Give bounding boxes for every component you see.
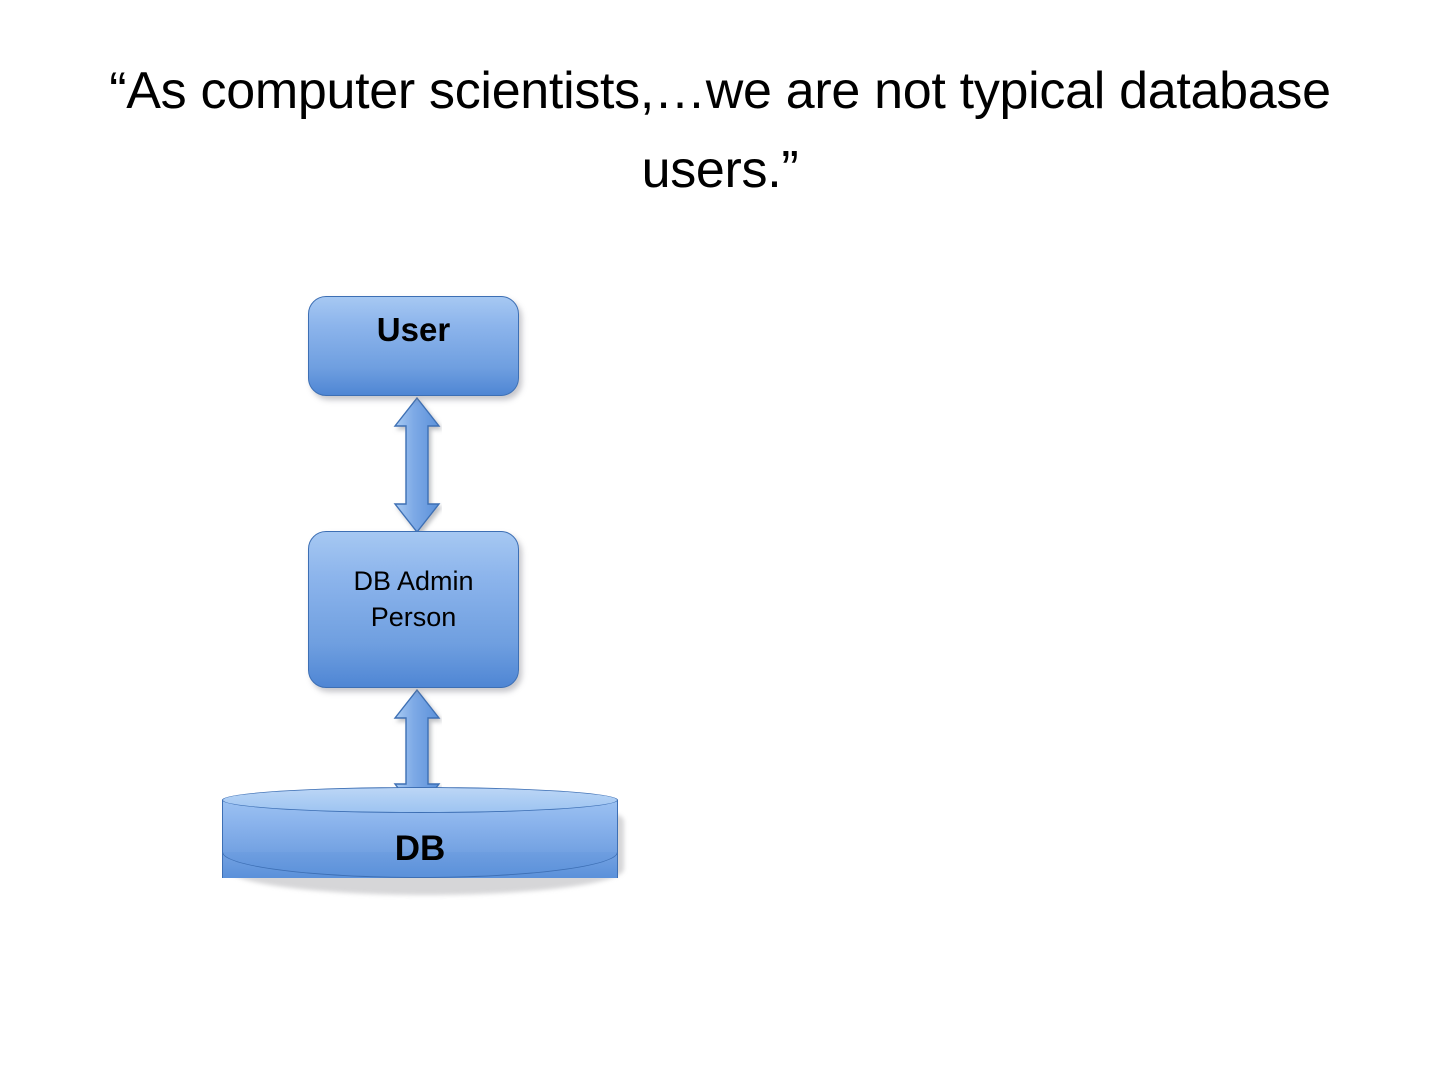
diagram-node-user-label: User: [376, 311, 451, 348]
diagram-node-db-label: DB: [394, 829, 446, 868]
diagram-node-db[interactable]: DB: [222, 787, 624, 895]
cylinder-top-ellipse: [222, 787, 618, 813]
diagram-node-db-admin-person[interactable]: DB Admin Person: [308, 531, 519, 688]
page-title: “As computer scientists,…we are not typi…: [109, 62, 1345, 200]
diagram-node-user[interactable]: User: [308, 296, 519, 396]
double-arrow-user-dbadmin-icon: [392, 396, 442, 534]
diagram-node-db-admin-person-label: DB Admin Person: [353, 566, 474, 632]
